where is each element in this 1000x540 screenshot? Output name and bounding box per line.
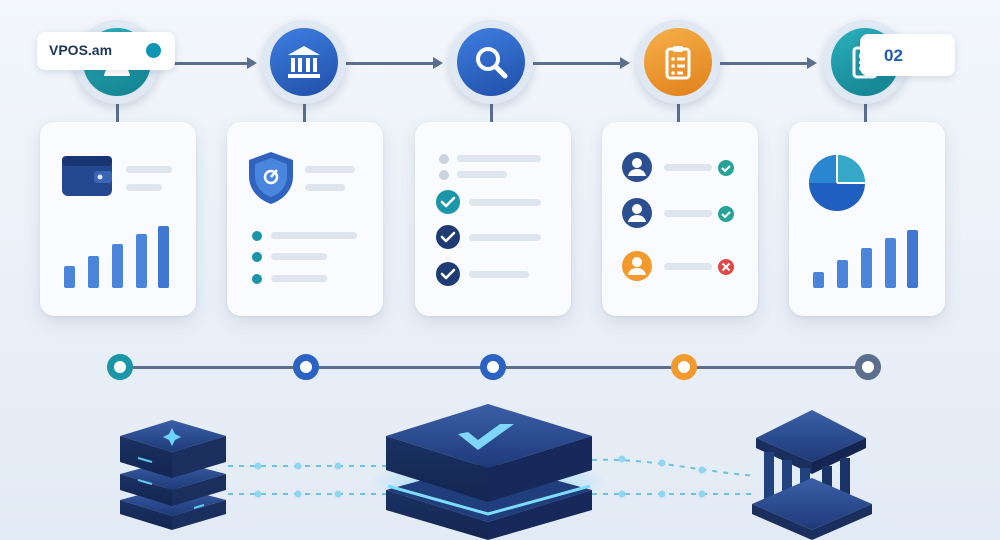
card-approvals bbox=[602, 122, 758, 316]
card-security bbox=[227, 122, 383, 316]
brand-label: VPOS.am bbox=[49, 42, 113, 58]
flow-arrow-3 bbox=[533, 57, 630, 69]
timeline-dot-3 bbox=[480, 354, 506, 380]
data-link-right bbox=[591, 458, 757, 495]
number-label: 02 bbox=[884, 46, 903, 65]
timeline-dot-5 bbox=[855, 354, 881, 380]
cross-icon bbox=[718, 259, 734, 275]
step-bank bbox=[262, 20, 346, 104]
flow-arrow-4 bbox=[720, 57, 817, 69]
stem-4 bbox=[677, 98, 680, 124]
stem-2 bbox=[303, 98, 306, 124]
flow-arrow-1 bbox=[158, 57, 257, 69]
server-stack-icon bbox=[120, 420, 226, 530]
card-payment bbox=[40, 122, 196, 316]
clipboard-icon bbox=[644, 28, 712, 96]
flow-arrow-2 bbox=[346, 57, 443, 69]
magnifier-icon bbox=[457, 28, 525, 96]
bank-icon bbox=[270, 28, 338, 96]
brand-badge: VPOS.am bbox=[37, 32, 175, 70]
number-badge: 02 bbox=[860, 34, 955, 76]
stem-3 bbox=[490, 98, 493, 124]
v-logo-icon bbox=[368, 404, 608, 540]
timeline-dot-1 bbox=[107, 354, 133, 380]
hardware-row bbox=[120, 404, 872, 540]
pie-chart-icon bbox=[809, 155, 865, 211]
timeline-dot-4 bbox=[671, 354, 697, 380]
bank-building-icon bbox=[752, 410, 872, 540]
brand-dot bbox=[146, 43, 161, 58]
step-search bbox=[449, 20, 533, 104]
wallet-icon bbox=[62, 156, 112, 196]
check-icon bbox=[718, 160, 734, 222]
check-circle-icon bbox=[436, 190, 460, 286]
stem-5 bbox=[864, 98, 867, 124]
card-analytics bbox=[789, 122, 945, 316]
timeline-dot-2 bbox=[293, 354, 319, 380]
step-clipboard bbox=[636, 20, 720, 104]
stem-1 bbox=[116, 98, 119, 124]
avatar-icon bbox=[622, 152, 652, 281]
shield-icon bbox=[249, 152, 293, 204]
data-link-left bbox=[228, 465, 388, 495]
bar-chart-icon bbox=[64, 226, 169, 288]
card-verification bbox=[415, 122, 571, 316]
bar-chart-icon bbox=[813, 230, 918, 288]
